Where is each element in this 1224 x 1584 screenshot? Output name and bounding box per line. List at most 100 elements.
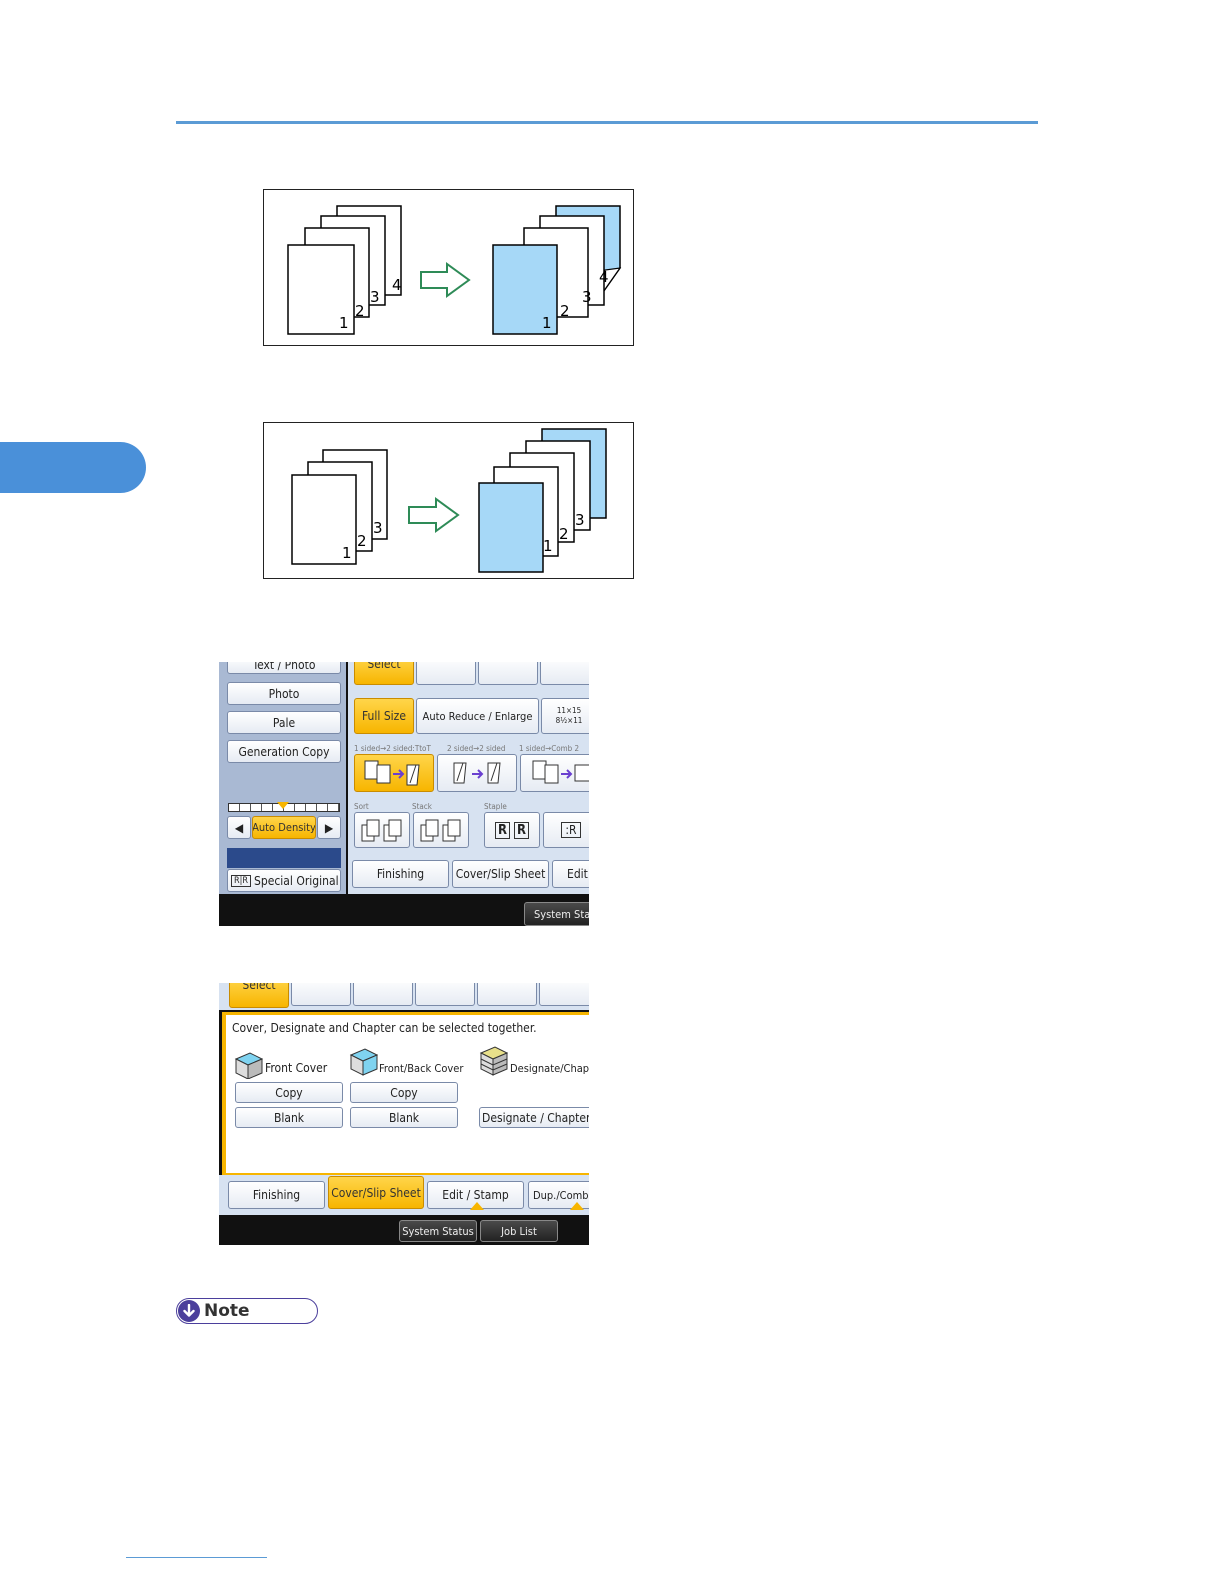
duplex-2to2-button[interactable]: [437, 754, 517, 792]
page-number: 2: [560, 302, 570, 320]
tab-cover-slip-sheet[interactable]: Cover/Slip Sheet: [328, 1176, 424, 1209]
system-status-button[interactable]: System Status: [399, 1220, 477, 1242]
page-number: 4: [599, 268, 609, 286]
paper-tray-button[interactable]: [416, 662, 476, 685]
button-label: Auto Density: [252, 821, 316, 834]
tab-label: Finishing: [376, 867, 425, 881]
original-type-text-photo-button[interactable]: Text / Photo: [227, 662, 341, 674]
paper-tray-button[interactable]: [477, 983, 537, 1006]
page-number: 3: [370, 288, 380, 306]
page-sheet: [492, 244, 558, 335]
designate-chapter-title: Designate/Chapter: [510, 1062, 589, 1075]
chapter-tab: [0, 442, 146, 493]
cover-diagram-front-back-svg: 3 2 1 3 2 1: [291, 428, 607, 573]
button-label: Text / Photo: [252, 662, 316, 672]
status-bar: [227, 848, 341, 868]
front-cover-blank-button[interactable]: Blank: [235, 1107, 343, 1128]
button-label: Copy: [390, 1085, 418, 1100]
page-sheet: [291, 474, 357, 565]
note-label: Note: [204, 1301, 250, 1321]
page-sheet: [478, 482, 544, 573]
designate-chapter-button[interactable]: Designate / Chapter: [479, 1107, 589, 1128]
tab-indicator-icon: [570, 1202, 584, 1210]
auto-reduce-enlarge-button[interactable]: Auto Reduce / Enlarge: [416, 698, 539, 734]
density-darker-button[interactable]: ▶: [317, 816, 341, 839]
paper-tray-button[interactable]: [353, 983, 413, 1006]
tab-label: Finishing: [252, 1188, 301, 1202]
button-label: 11×15: [556, 706, 582, 715]
finish-label: Stack: [412, 802, 432, 811]
button-label: Auto Reduce / Enlarge: [422, 709, 533, 723]
page-number: 1: [542, 314, 552, 332]
tab-edit[interactable]: Edit: [552, 860, 589, 888]
staple-side-button[interactable]: :R: [543, 812, 589, 848]
down-arrow-glyph: [183, 1304, 195, 1317]
duplex-1to2-button[interactable]: [354, 754, 434, 792]
tab-label: Dup./Combine: [533, 1188, 589, 1202]
auto-density-button[interactable]: Auto Density: [252, 816, 316, 839]
tab-cover-slip-sheet[interactable]: Cover/Slip Sheet: [452, 860, 549, 888]
duplex-label: 2 sided→2 sided: [447, 744, 506, 753]
paper-tray-button[interactable]: [291, 983, 351, 1006]
staple-top-button[interactable]: R R: [484, 812, 540, 848]
stack-button[interactable]: [413, 812, 469, 848]
button-label: Select: [367, 662, 401, 671]
button-label: Full Size: [362, 709, 406, 723]
cover-diagram-front: 4 3 2 1 4 3 2 1: [263, 189, 634, 346]
paper-size-button[interactable]: 11×15 8½×11: [541, 698, 589, 734]
job-list-button[interactable]: Job List: [480, 1220, 558, 1242]
tab-label: Edit / Stamp: [442, 1188, 509, 1202]
system-status-button[interactable]: System Status: [524, 902, 589, 926]
original-type-generation-copy-button[interactable]: Generation Copy: [227, 740, 341, 763]
sort-icon: [361, 819, 402, 842]
arrow-icon: [408, 497, 460, 533]
front-back-cover-title: Front/Back Cover: [379, 1062, 464, 1075]
page-number: 1: [543, 537, 553, 555]
front-back-cover-blank-button[interactable]: Blank: [350, 1107, 458, 1128]
page-number: 2: [357, 532, 367, 550]
designate-chapter-icon: [479, 1046, 509, 1076]
page-number: 1: [339, 314, 349, 332]
paper-tray-button[interactable]: [540, 662, 589, 685]
select-button[interactable]: Select: [229, 983, 289, 1008]
tab-label: Cover/Slip Sheet: [455, 867, 546, 881]
front-cover-copy-button[interactable]: Copy: [235, 1082, 343, 1103]
tab-label: Cover/Slip Sheet: [331, 1185, 421, 1200]
paper-tray-button[interactable]: [478, 662, 538, 685]
page-number: 2: [559, 525, 569, 543]
cover-diagram-front-back: 3 2 1 3 2 1: [263, 422, 634, 579]
tab-finishing[interactable]: Finishing: [228, 1181, 325, 1209]
full-size-button[interactable]: Full Size: [354, 698, 414, 734]
sort-button[interactable]: [354, 812, 410, 848]
duplex-1to2-icon: [364, 760, 420, 786]
paper-tray-button[interactable]: [415, 983, 475, 1006]
page-number: 3: [373, 519, 383, 537]
page-sheet: [287, 244, 355, 335]
stack-icon: [420, 819, 461, 842]
original-type-pale-button[interactable]: Pale: [227, 711, 341, 734]
button-label: Pale: [272, 715, 296, 730]
select-button[interactable]: Select: [354, 662, 414, 685]
button-label: System Status: [534, 907, 589, 921]
paper-tray-button[interactable]: [539, 983, 589, 1006]
tab-finishing[interactable]: Finishing: [352, 860, 449, 888]
duplex-label: 1 sided→Comb 2: [519, 744, 580, 753]
button-label: Select: [242, 983, 276, 992]
header-rule: [176, 121, 1038, 124]
arrow-icon: [420, 262, 471, 298]
button-label: Generation Copy: [238, 744, 330, 759]
duplex-combine-icon: [532, 760, 589, 784]
duplex-combine-button[interactable]: [520, 754, 589, 792]
original-type-photo-button[interactable]: Photo: [227, 682, 341, 705]
special-original-button[interactable]: R|R Special Original: [227, 869, 341, 892]
page-number: 2: [355, 302, 365, 320]
staple-icon: :R: [561, 822, 581, 838]
cover-diagram-front-svg: 4 3 2 1 4 3 2 1: [287, 205, 622, 335]
down-arrow-icon: [178, 1300, 200, 1322]
button-label: Job List: [501, 1224, 537, 1238]
density-lighter-button[interactable]: ◀: [227, 816, 251, 839]
staple-icon: R: [514, 821, 530, 839]
button-label: Blank: [273, 1110, 305, 1125]
front-cover-title: Front Cover: [265, 1061, 328, 1075]
front-back-cover-copy-button[interactable]: Copy: [350, 1082, 458, 1103]
